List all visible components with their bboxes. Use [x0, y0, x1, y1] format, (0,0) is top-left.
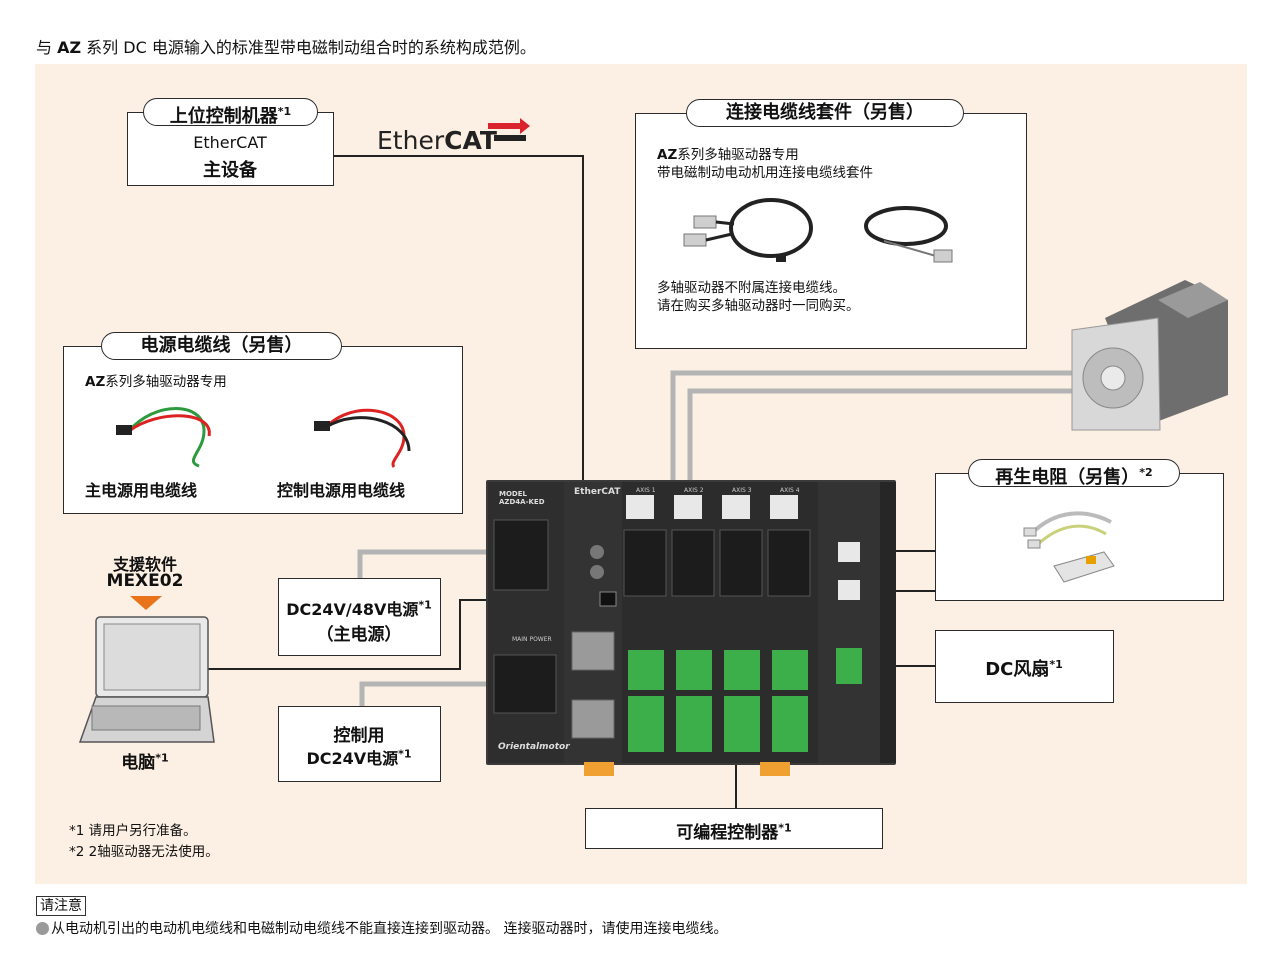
driver-axis-3: AXIS 3 [732, 487, 752, 494]
kit-note2: 请在购买多轴驱动器时一同购买。 [657, 298, 860, 314]
pc-label: 电脑*1 [121, 751, 169, 773]
power-cable-desc: AZ系列多轴驱动器专用 [85, 374, 227, 390]
power-cable-images [116, 407, 411, 468]
software-line2: MEXE02 [106, 571, 184, 591]
driver-axis-2: AXIS 2 [684, 487, 704, 494]
kit-cable-images [683, 198, 953, 263]
host-line1: EtherCAT [193, 133, 267, 152]
plc-label: 可编程控制器*1 [676, 821, 792, 843]
kit-box: AZ系列多轴驱动器专用 带电磁制动电动机用连接电缆线套件 多轴驱动器不附属连接电… [635, 113, 1027, 349]
driver-axis-4: AXIS 4 [780, 487, 800, 494]
kit-title: 连接电缆线套件（另售） [686, 99, 964, 127]
control-power-line1: 控制用 [333, 726, 385, 746]
plc-box: 可编程控制器*1 [585, 808, 883, 849]
notice-text: 从电动机引出的电动机电缆线和电磁制动电缆线不能直接连接到驱动器。 连接驱动器时，… [36, 918, 727, 938]
driver-model-label: MODEL [499, 490, 527, 498]
driver-axis-1: AXIS 1 [636, 487, 656, 494]
driver-ethercat-label: EtherCAT [574, 487, 621, 497]
host-line2: 主设备 [203, 160, 257, 181]
control-power-line2: DC24V电源*1 [306, 747, 412, 768]
driver-main-power-label: MAIN POWER [512, 636, 552, 643]
driver-model: AZD4A-KED [499, 498, 545, 506]
software-line1: 支援软件 [112, 555, 177, 574]
main-power-line2: （主电源） [316, 625, 402, 645]
power-cable-title: 电源电缆线（另售） [101, 332, 342, 360]
host-controller-title: 上位控制机器*1 [143, 98, 318, 127]
power-cable-item1: 主电源用电缆线 [85, 481, 198, 500]
driver-brand: Orientalmotor [498, 742, 570, 752]
kit-note1: 多轴驱动器不附属连接电缆线。 [657, 280, 846, 296]
intro-caption: 与 AZ 系列 DC 电源输入的标准型带电磁制动组合时的系统构成范例。 [36, 38, 536, 57]
regen-image [1023, 511, 1115, 583]
footnote-2: *2 2轴驱动器无法使用。 [69, 844, 219, 860]
main-power-box: DC24V/48V电源*1 （主电源） [278, 578, 441, 656]
main-power-line1: DC24V/48V电源*1 [286, 598, 432, 619]
regen-title: 再生电阻（另售）*2 [968, 459, 1180, 488]
power-cable-item2: 控制电源用电缆线 [277, 481, 406, 500]
notice-title: 请注意 [36, 896, 86, 916]
fan-box: DC风扇*1 [935, 630, 1114, 703]
kit-desc1: AZ系列多轴驱动器专用 [657, 147, 799, 163]
footnote-1: *1 请用户另行准备。 [69, 823, 197, 839]
bullet-icon [36, 922, 49, 935]
regen-box [935, 473, 1224, 601]
power-cable-box: AZ系列多轴驱动器专用 主电源用电缆线 控制电源用电缆线 [63, 346, 463, 514]
control-power-box: 控制用 DC24V电源*1 [278, 706, 441, 782]
fan-label: DC风扇*1 [985, 658, 1063, 680]
kit-desc2: 带电磁制动电动机用连接电缆线套件 [657, 165, 873, 181]
ethercat-logo: EtherCAT [377, 126, 497, 155]
